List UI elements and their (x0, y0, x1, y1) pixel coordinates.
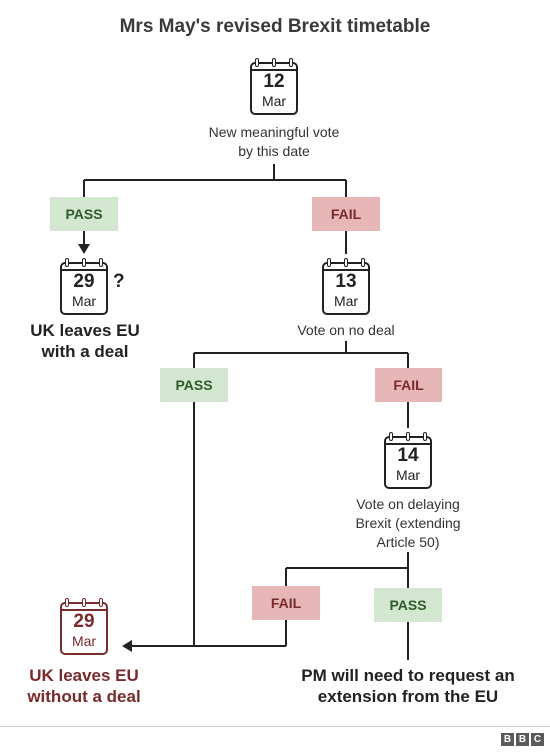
calendar-month: Mar (395, 467, 421, 483)
calendar-day: 13 (335, 271, 357, 292)
step2-note: Vote on no deal (297, 322, 395, 338)
calendar-icon: 14 Mar (384, 432, 432, 489)
calendar-day: 29 (73, 611, 95, 632)
outcome-deal-text: UK leaves EU with a deal (30, 321, 140, 361)
pass-badge: PASS (50, 197, 118, 231)
logo-letter: B (516, 733, 529, 746)
fail-badge: FAIL (375, 368, 442, 402)
arrowhead-left (122, 640, 132, 652)
calendar-icon: 13 Mar (322, 258, 370, 315)
step1-note: New meaningful vote by this date (208, 124, 340, 159)
logo-letter: B (501, 733, 514, 746)
arrowhead-down (78, 244, 90, 254)
calendar-icon: 29 Mar (60, 258, 108, 315)
calendar-month: Mar (333, 293, 359, 309)
footer-divider (0, 726, 550, 727)
outcome-nodeal-text: UK leaves EU without a deal (27, 666, 141, 706)
question-mark: ? (113, 271, 125, 292)
calendar-month: Mar (71, 633, 97, 649)
calendar-day: 29 (73, 271, 95, 292)
diagram-title: Mrs May's revised Brexit timetable (119, 16, 431, 37)
fail-badge: FAIL (252, 586, 320, 620)
pass-badge: PASS (160, 368, 228, 402)
calendar-icon: 12 Mar (250, 58, 298, 115)
calendar-icon: 29 Mar (60, 598, 108, 655)
calendar-day: 12 (263, 71, 285, 92)
logo-letter: C (531, 733, 544, 746)
bbc-logo: B B C (501, 733, 544, 746)
outcome-extension-text: PM will need to request an extension fro… (301, 666, 515, 706)
fail-badge: FAIL (312, 197, 380, 231)
step3-note: Vote on delaying Brexit (extending Artic… (355, 496, 461, 550)
calendar-day: 14 (397, 445, 419, 466)
calendar-month: Mar (71, 293, 97, 309)
calendar-month: Mar (261, 93, 287, 109)
pass-badge: PASS (374, 588, 442, 622)
